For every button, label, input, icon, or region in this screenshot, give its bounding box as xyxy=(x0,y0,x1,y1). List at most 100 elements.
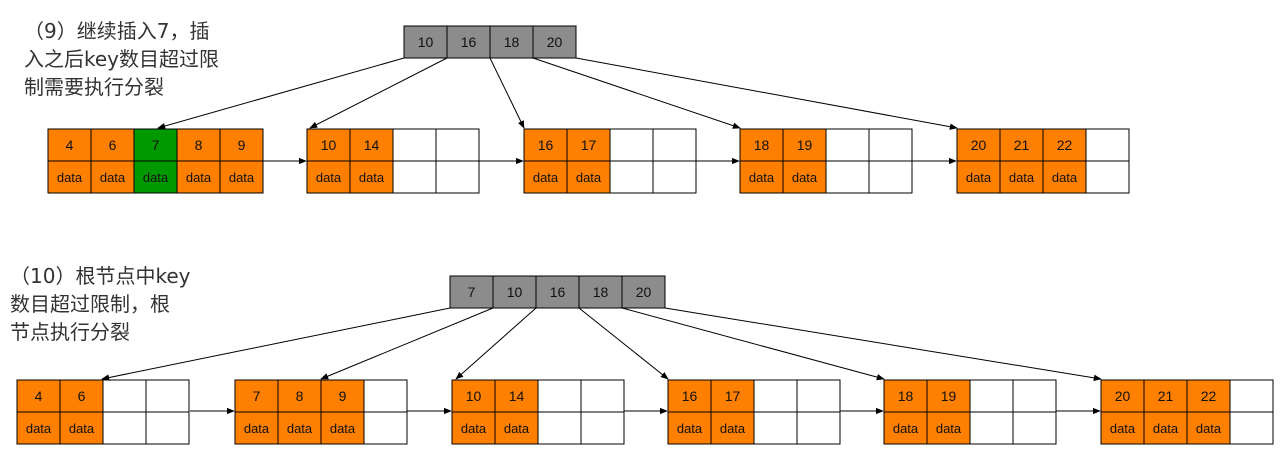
step10-leaf-empty-cell xyxy=(363,379,408,413)
step9-caption-line-2: 入之后key数目超过限 xyxy=(24,47,219,71)
step10-leaf-data: data xyxy=(26,421,52,436)
step9-leaf-key: 7 xyxy=(152,137,160,153)
step9-root-cell xyxy=(489,25,534,59)
step10-leaf-data-cell xyxy=(1100,411,1145,445)
step10-leaf-empty-cell xyxy=(145,411,190,445)
step9-leaf-data: data xyxy=(229,170,255,185)
step9-leaf-data-cell xyxy=(306,160,351,194)
step9-leaf-key-cell xyxy=(523,128,568,162)
step9-leaf-data-cell xyxy=(133,160,178,194)
step9-leaf-data: data xyxy=(186,170,212,185)
step10-leaf-data: data xyxy=(1196,421,1222,436)
step9-leaf-key: 4 xyxy=(66,137,74,153)
step9-leaf-empty-cell xyxy=(1085,128,1130,162)
step10-leaf-key: 17 xyxy=(725,388,741,404)
step10-leaf-data: data xyxy=(893,421,919,436)
step9-root-key: 20 xyxy=(547,34,563,50)
step10-leaf-empty-cell xyxy=(102,379,147,413)
step9-caption: （9）继续插入7，插 入之后key数目超过限 制需要执行分裂 xyxy=(24,19,219,99)
step9-leaf-key-cell xyxy=(1042,128,1087,162)
step9-root-cell xyxy=(403,25,448,59)
step9-leaf-data-cell xyxy=(176,160,221,194)
step10-leaf-key: 18 xyxy=(898,388,914,404)
step10-leaf-key: 7 xyxy=(253,388,261,404)
step9-leaf-data: data xyxy=(143,170,169,185)
step9-leaf-data-cell xyxy=(219,160,264,194)
step9-leaf-empty-cell xyxy=(868,160,913,194)
step10-leaf-empty-cell xyxy=(537,379,582,413)
step9-leaf-empty-cell xyxy=(825,128,870,162)
step10-caption-line-2: 数目超过限制，根 xyxy=(10,292,170,316)
step9-leaf-data-cell xyxy=(956,160,1001,194)
step9-leaf-key: 20 xyxy=(971,137,987,153)
step10-leaf-key-cell xyxy=(494,379,539,413)
step10-leaf-data-cell xyxy=(1186,411,1231,445)
step10-leaf-key: 20 xyxy=(1115,388,1131,404)
step9-root-pointer-arrow xyxy=(309,57,448,129)
step9-leaf-key-cell xyxy=(47,128,92,162)
step9-leaf-data: data xyxy=(1009,170,1035,185)
step9-leaf-empty-cell xyxy=(652,128,697,162)
step9-leaf-data: data xyxy=(533,170,559,185)
step9-leaf-key: 14 xyxy=(364,137,380,153)
step9-root-pointer-arrow xyxy=(157,57,405,130)
step10-root-cell xyxy=(492,275,537,309)
step10-leaf-key-cell xyxy=(320,379,365,413)
step10-root-key: 7 xyxy=(468,284,476,300)
step10-leaf-data: data xyxy=(720,421,746,436)
step9-leaf-key: 17 xyxy=(581,137,597,153)
step10-leaf-key: 21 xyxy=(1158,388,1174,404)
step10-caption: （10）根节点中key 数目超过限制，根 节点执行分裂 xyxy=(10,264,191,344)
step10-leaf-empty-cell xyxy=(969,411,1014,445)
step9-leaf-empty-cell xyxy=(392,128,437,162)
step10-leaf-key-cell xyxy=(1143,379,1188,413)
step10-leaf-key: 16 xyxy=(682,388,698,404)
step9-leaf-data: data xyxy=(749,170,775,185)
step9-leaf-data: data xyxy=(359,170,385,185)
step9-leaf-data-cell xyxy=(523,160,568,194)
step10-leaf-data-cell xyxy=(451,411,496,445)
step10-leaf-key: 14 xyxy=(509,388,525,404)
step9-caption-line-1: （9）继续插入7，插 xyxy=(24,19,209,43)
step10-leaf-key-cell xyxy=(883,379,928,413)
step10-caption-line-3: 节点执行分裂 xyxy=(10,320,130,344)
step10-leaf-key: 4 xyxy=(35,388,43,404)
step10-leaf-empty-cell xyxy=(145,379,190,413)
step10-leaf-empty-cell xyxy=(363,411,408,445)
step9-leaf-data-cell xyxy=(999,160,1044,194)
step9-leaf-data-cell xyxy=(739,160,784,194)
step10-leaf-data: data xyxy=(504,421,530,436)
step9-leaf-key: 9 xyxy=(238,137,246,153)
step10-leaf-data-cell xyxy=(1143,411,1188,445)
step9-leaf-data: data xyxy=(1052,170,1078,185)
step10-root-key: 10 xyxy=(507,284,523,300)
step10-leaf-empty-cell xyxy=(796,379,841,413)
step10-leaf-empty-cell xyxy=(969,379,1014,413)
step9-root-key: 18 xyxy=(504,34,520,50)
step9-root-pointer-arrow xyxy=(532,57,741,129)
step10-leaf-key: 22 xyxy=(1201,388,1217,404)
step9-root-key: 16 xyxy=(461,34,477,50)
step9-leaf-data: data xyxy=(792,170,818,185)
step10-root-cell xyxy=(621,275,666,309)
step9-leaf-data-cell xyxy=(1042,160,1087,194)
step9-leaf-data: data xyxy=(316,170,342,185)
step10-leaf-key-cell xyxy=(710,379,755,413)
step9-leaf-data: data xyxy=(576,170,602,185)
step10-root-pointer-arrow xyxy=(621,307,885,381)
step10-leaf-empty-cell xyxy=(1229,411,1274,445)
step9-leaf-data: data xyxy=(966,170,992,185)
step9-leaf-empty-cell xyxy=(652,160,697,194)
step9-leaf-data-cell xyxy=(90,160,135,194)
step10-leaf-key: 19 xyxy=(941,388,957,404)
step9-leaf-key-cell xyxy=(306,128,351,162)
